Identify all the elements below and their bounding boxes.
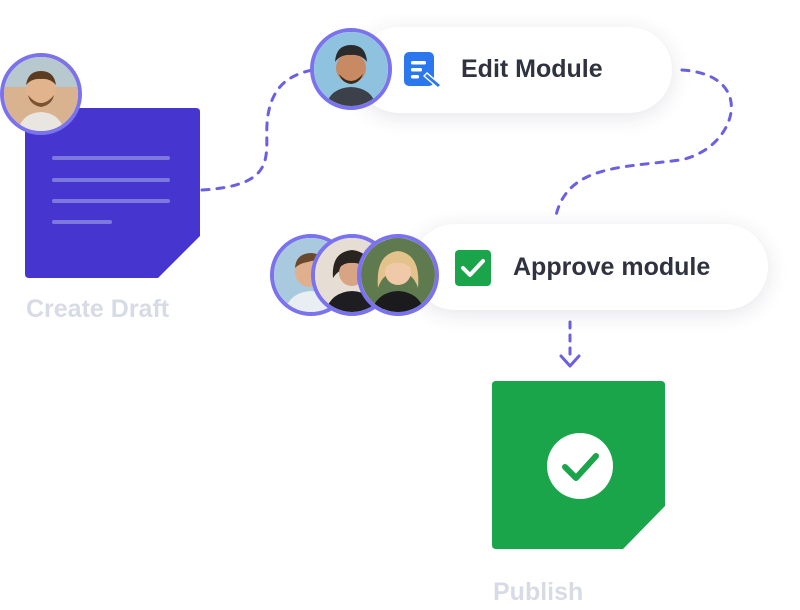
document-line (52, 220, 112, 224)
edit-document-icon (403, 51, 445, 93)
approve-module-label: Approve module (513, 253, 711, 281)
connector-draft-to-edit (200, 68, 314, 192)
edit-module-card[interactable]: Edit Module (356, 27, 672, 113)
draft-document (25, 108, 200, 278)
editor-avatar[interactable] (310, 28, 392, 110)
connector-edit-to-approve (553, 68, 733, 222)
approve-module-card[interactable]: Approve module (412, 224, 768, 310)
document-line (52, 199, 170, 203)
document-line (52, 178, 170, 182)
reviewer-avatar-3[interactable] (357, 234, 439, 316)
arrowhead-down-icon (559, 354, 581, 368)
check-circle-icon (547, 433, 613, 499)
author-avatar[interactable] (0, 53, 82, 135)
publish-caption: Publish (493, 578, 584, 606)
checkbox-checked-icon (455, 250, 491, 286)
create-draft-caption: Create Draft (26, 295, 170, 323)
publish-document (492, 381, 665, 549)
document-line (52, 156, 170, 160)
edit-module-label: Edit Module (461, 55, 603, 83)
